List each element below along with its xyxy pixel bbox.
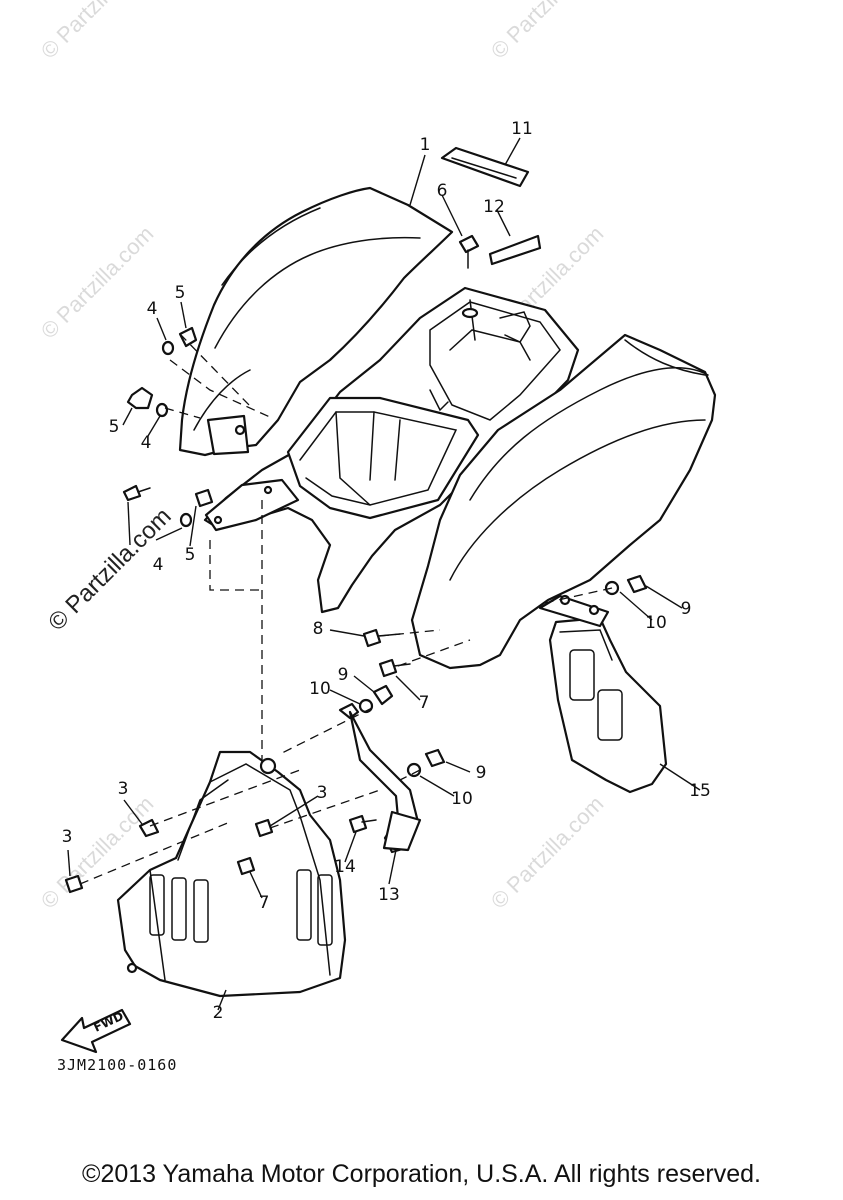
callout-number: 10: [309, 679, 331, 699]
callout-number: 10: [451, 789, 473, 809]
copyright-notice: ©2013 Yamaha Motor Corporation, U.S.A. A…: [82, 1160, 761, 1188]
callout-number: 3: [317, 783, 328, 803]
callout-number: 3: [118, 779, 129, 799]
callout-number: 15: [689, 781, 711, 801]
callout-number: 5: [175, 283, 186, 303]
callout-number: 9: [681, 599, 692, 619]
callout-number: 7: [419, 693, 430, 713]
hardware: [64, 146, 648, 894]
callout-number: 7: [259, 893, 270, 913]
diagram-code: 3JM2100-0160: [57, 1056, 178, 1074]
callout-number: 12: [483, 197, 505, 217]
callout-number: 4: [147, 299, 158, 319]
flap-stay: [338, 702, 422, 854]
callout-number: 4: [153, 555, 164, 575]
callout-number: 5: [185, 545, 196, 565]
callout-number: 1: [420, 135, 431, 155]
side-guard: [538, 594, 668, 794]
callout-number: 3: [62, 827, 73, 847]
callout-number: 10: [645, 613, 667, 633]
part-label-plate: [488, 234, 542, 266]
mud-flap-vents: [149, 869, 333, 946]
callout-number: 9: [476, 763, 487, 783]
callout-labels: 1 11 12 6 4 5 5 4 4 5 8 9 10 9 10 7 9 10…: [62, 119, 711, 1023]
callout-number: 13: [378, 885, 400, 905]
callout-number: 6: [437, 181, 448, 201]
callout-number: 14: [334, 857, 356, 877]
callout-number: 5: [109, 417, 120, 437]
callout-number: 2: [213, 1003, 224, 1023]
part-bolt-6: [458, 234, 480, 254]
assembly-lines: [79, 333, 613, 885]
part-strap: [440, 146, 530, 188]
forward-direction-arrow: FWD: [60, 1009, 132, 1054]
watermark-text: © Partzilla.com: [36, 0, 159, 64]
watermark-text: © Partzilla.com: [36, 221, 159, 344]
callout-number: 8: [313, 619, 324, 639]
leader-lines: [67, 137, 701, 1011]
callout-number: 4: [141, 433, 152, 453]
callout-number: 11: [511, 119, 533, 139]
mud-flap: [116, 750, 347, 998]
rear-fender: [178, 186, 717, 670]
callout-number: 9: [338, 665, 349, 685]
watermark-text: © Partzilla.com: [486, 0, 609, 64]
watermark-text: © Partzilla.com: [486, 791, 609, 914]
